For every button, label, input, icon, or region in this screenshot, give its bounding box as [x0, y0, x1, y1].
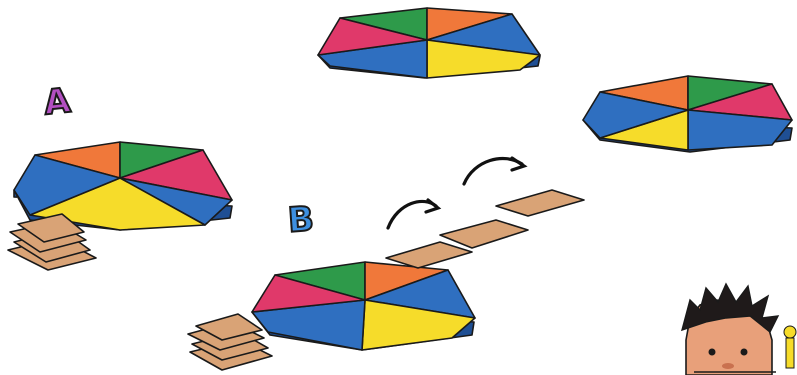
- tile-stack-a[interactable]: [7, 213, 97, 271]
- moving-tile-2[interactable]: [439, 219, 529, 249]
- moving-tile-1[interactable]: [385, 241, 473, 269]
- character-face-icon[interactable]: [680, 282, 780, 375]
- hexagon-mat-b[interactable]: [251, 261, 476, 351]
- mat-a-blue-left: [13, 154, 121, 216]
- mat-top-pink: [317, 17, 428, 56]
- curved-arrow-icon: [386, 198, 442, 230]
- hexagon-mat-a[interactable]: [13, 141, 233, 231]
- mat-b-pink: [251, 274, 366, 313]
- pin-icon: [783, 325, 797, 369]
- moving-tiles: [385, 189, 585, 269]
- hexagon-mat-right[interactable]: [582, 75, 793, 153]
- mat-right-blue-left: [582, 91, 689, 139]
- hexagon-mat-top[interactable]: [317, 7, 541, 79]
- tile-stack-b[interactable]: [187, 313, 273, 371]
- curved-arrow-icon: [462, 156, 528, 186]
- moving-tile-3[interactable]: [495, 189, 585, 217]
